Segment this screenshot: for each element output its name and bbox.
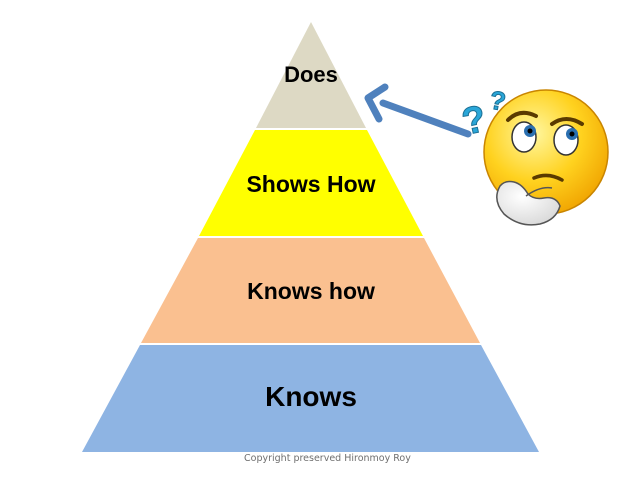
tier-label-knows: Knows xyxy=(265,381,357,412)
emoji-eyebrow-left xyxy=(506,110,538,122)
tier-shows-how xyxy=(199,130,423,236)
pyramid xyxy=(82,22,539,452)
thinking-face-icon: ? ? xyxy=(458,84,609,226)
tier-label-knows-how: Knows how xyxy=(247,278,375,304)
tier-label-does: Does xyxy=(284,62,338,87)
copyright-text: Copyright preserved Hironmoy Roy xyxy=(244,453,411,464)
pointer-arrow-shaft xyxy=(379,99,472,138)
tier-knows-how xyxy=(141,238,480,343)
tier-does xyxy=(256,22,366,128)
tier-knows xyxy=(82,345,539,452)
emoji-mouth xyxy=(532,173,564,182)
emoji-pupil-right-core xyxy=(569,131,575,137)
pointer-arrow-head xyxy=(364,83,389,123)
pointer-arrow xyxy=(364,83,472,138)
emoji-hand-finger xyxy=(525,186,553,197)
tier-label-shows-how: Shows How xyxy=(246,171,375,197)
emoji-eyebrow-right xyxy=(550,117,584,126)
emoji-pupil-left-core xyxy=(527,128,533,134)
emoji-hand xyxy=(496,180,561,226)
